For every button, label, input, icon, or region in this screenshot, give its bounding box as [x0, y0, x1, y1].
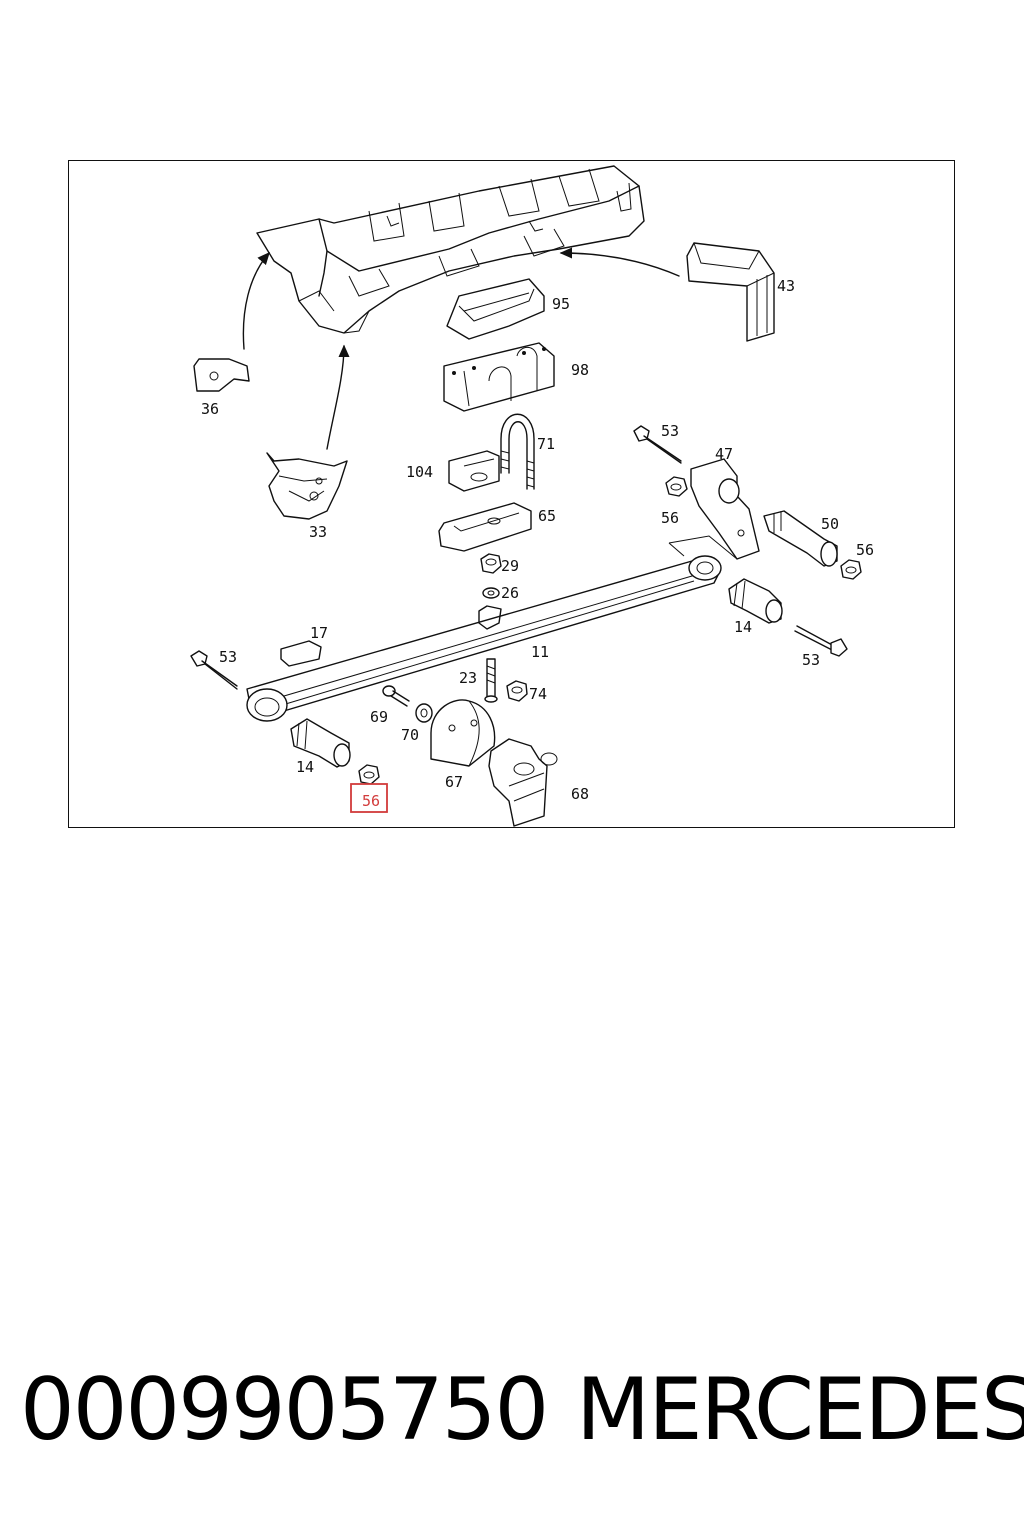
label-65: 65 — [538, 507, 556, 525]
label-74: 74 — [529, 685, 547, 703]
label-53-left: 53 — [219, 648, 237, 666]
label-43: 43 — [777, 277, 795, 295]
part-56-nut-highlighted — [358, 764, 380, 785]
part-67-spacer — [430, 699, 496, 767]
part-47-shackle — [668, 458, 760, 560]
label-56-b: 56 — [856, 541, 874, 559]
part-104-bump-stop — [448, 450, 500, 492]
part-14-bushing-right — [728, 578, 783, 624]
label-53-right: 53 — [802, 651, 820, 669]
part-33-hanger — [266, 452, 348, 520]
part-95-bracket — [446, 278, 545, 340]
label-11: 11 — [531, 643, 549, 661]
exploded-parts-diagram: 95 98 43 36 71 104 33 65 53 47 56 50 56 … — [190, 165, 874, 827]
part-14-bushing-left — [290, 718, 351, 768]
label-53-top: 53 — [661, 422, 679, 440]
label-23: 23 — [459, 669, 477, 687]
part-71-u-bolt — [500, 413, 535, 490]
part-50-bushing — [763, 510, 838, 567]
label-56-highlighted: 56 — [362, 792, 380, 810]
part-53-bolt-left — [190, 650, 238, 690]
label-17: 17 — [310, 624, 328, 642]
label-47: 47 — [715, 445, 733, 463]
part-53-bolt-top — [633, 425, 682, 464]
part-53-bolt-right — [794, 625, 848, 657]
label-36: 36 — [201, 400, 219, 418]
part-68-spring-seat — [488, 738, 558, 827]
label-104: 104 — [406, 463, 433, 481]
label-69: 69 — [370, 708, 388, 726]
label-50: 50 — [821, 515, 839, 533]
part-65-spring-pad — [438, 502, 532, 552]
part-36-mount — [193, 358, 250, 392]
label-67: 67 — [445, 773, 463, 791]
label-68: 68 — [571, 785, 589, 803]
arrow-43-to-frame — [559, 247, 680, 277]
part-69-bolt — [382, 685, 410, 707]
part-98-plate — [443, 342, 555, 412]
label-98: 98 — [571, 361, 589, 379]
highlight-box-56 — [350, 783, 388, 813]
part-74-nut — [506, 680, 528, 702]
chassis-frame — [256, 165, 645, 334]
label-14-right: 14 — [734, 618, 752, 636]
part-23-bolt — [484, 658, 498, 703]
label-70: 70 — [401, 726, 419, 744]
label-29: 29 — [501, 557, 519, 575]
label-56-a: 56 — [661, 509, 679, 527]
footer: 0009905750 MERCEDES — [0, 1360, 1024, 1480]
label-33: 33 — [309, 523, 327, 541]
part-26-washer — [482, 587, 500, 599]
parts-diagram-frame: 95 98 43 36 71 104 33 65 53 47 56 50 56 … — [68, 160, 955, 828]
label-26: 26 — [501, 584, 519, 602]
part-56-nut-b — [840, 559, 862, 580]
part-17-pad — [280, 640, 322, 667]
part-43-bracket — [686, 242, 775, 342]
label-14-left: 14 — [296, 758, 314, 776]
part-56-nut-a — [665, 476, 688, 497]
brand-name: MERCEDES — [576, 1360, 1024, 1460]
part-11-leaf-spring — [246, 555, 722, 722]
part-70-washer — [415, 703, 433, 723]
arrow-36-to-frame — [242, 251, 270, 350]
part-29-nut — [480, 553, 502, 574]
label-71: 71 — [537, 435, 555, 453]
label-95: 95 — [552, 295, 570, 313]
part-number: 0009905750 — [20, 1360, 549, 1460]
arrow-33-to-frame — [326, 344, 350, 450]
